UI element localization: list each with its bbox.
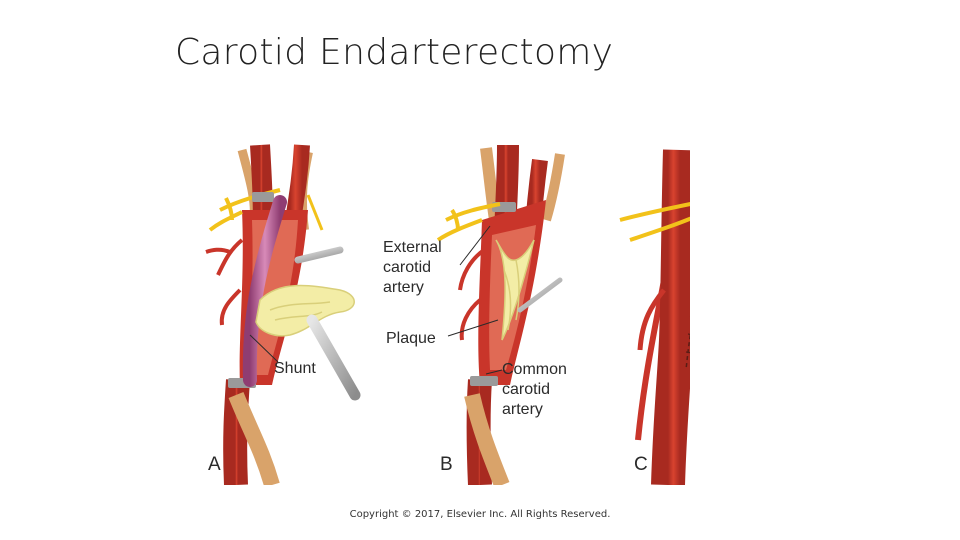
- external-carotid-label-line2: carotid: [383, 259, 431, 276]
- plaque-label: Plaque: [386, 330, 436, 347]
- endarterectomy-figure: External carotid artery Plaque Shunt Com…: [190, 140, 690, 485]
- slide-title: Carotid Endarterectomy: [175, 32, 614, 73]
- panel-c-letter: C: [634, 454, 648, 475]
- figure-svg: External carotid artery Plaque Shunt Com…: [205, 144, 690, 485]
- external-carotid-label-line1: External: [383, 239, 442, 256]
- common-carotid-label-line1: Common: [502, 361, 567, 378]
- panel-a-letter: A: [208, 454, 221, 475]
- common-carotid-label-line3: artery: [502, 401, 543, 418]
- panel-a-illustration: [205, 144, 361, 485]
- external-carotid-label-line3: artery: [383, 279, 424, 296]
- panel-c-illustration: [619, 149, 690, 485]
- shunt-label: Shunt: [274, 360, 316, 377]
- panel-b-illustration: [436, 144, 565, 485]
- common-carotid-label-line2: carotid: [502, 381, 550, 398]
- panel-b-letter: B: [440, 454, 453, 475]
- copyright-notice: Copyright © 2017, Elsevier Inc. All Righ…: [349, 509, 611, 520]
